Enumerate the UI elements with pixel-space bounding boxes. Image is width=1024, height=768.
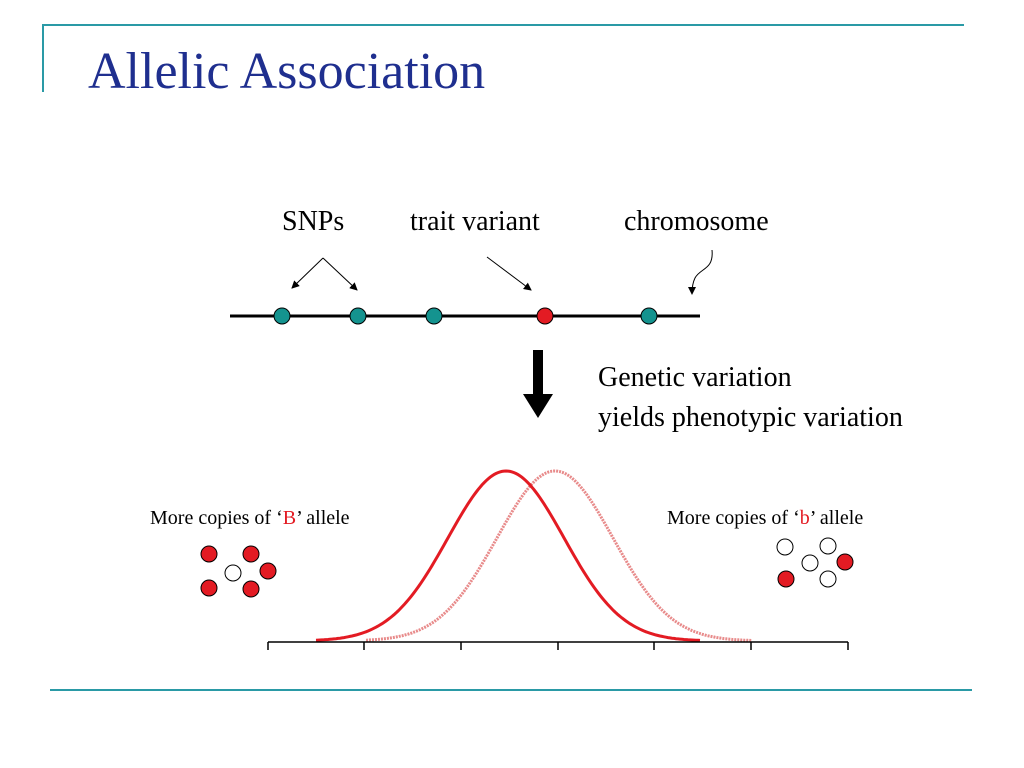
snp-marker [349, 307, 367, 325]
chromosome-label: chromosome [624, 206, 769, 237]
right-caption-prefix: More copies of ‘ [667, 507, 800, 529]
left-rule [42, 24, 44, 92]
genetic-variation-line1: Genetic variation [598, 362, 792, 393]
left-caption-allele: B [282, 507, 297, 529]
allele-dot-open [776, 538, 794, 556]
curve-B-allele [315, 469, 701, 642]
allele-dot-open [801, 554, 819, 572]
left-caption-suffix: ’ allele [296, 507, 350, 529]
b-lower-allele-cluster [776, 537, 854, 588]
trait-variant-marker [536, 307, 554, 325]
right-caption-allele: b [799, 507, 810, 529]
allele-dot-filled [242, 545, 260, 563]
right-caption: More copies of ‘b’ allele [667, 507, 863, 530]
genetic-variation-line2: yields phenotypic variation [598, 402, 903, 433]
left-caption-prefix: More copies of ‘ [150, 507, 283, 529]
snp-marker [425, 307, 443, 325]
snp-arrow-left [291, 257, 324, 289]
allele-dot-filled [200, 545, 218, 563]
right-caption-suffix: ’ allele [809, 507, 864, 529]
trait-variant-label: trait variant [410, 206, 540, 237]
allele-dot-open [224, 564, 242, 582]
curve-b-allele [365, 469, 753, 642]
snp-marker [273, 307, 291, 325]
allele-dot-filled [777, 570, 795, 588]
allele-dot-filled [200, 579, 218, 597]
down-arrow-shaft [533, 350, 543, 396]
snp-arrow-right [322, 257, 358, 291]
allele-dot-filled [836, 553, 854, 571]
chromosome-arrow [688, 249, 713, 295]
trait-variant-arrow [486, 256, 532, 291]
snp-marker [640, 307, 658, 325]
down-arrow-icon [523, 394, 553, 418]
b-upper-allele-cluster [200, 545, 277, 598]
x-axis-ticks [267, 642, 849, 650]
allele-dot-filled [259, 562, 277, 580]
slide-title: Allelic Association [88, 43, 486, 100]
top-rule [42, 24, 964, 26]
allele-dot-open [819, 537, 837, 555]
bottom-rule [50, 689, 972, 691]
allele-dot-filled [242, 580, 260, 598]
allele-dot-open [819, 570, 837, 588]
left-caption: More copies of ‘B’ allele [150, 507, 350, 530]
snps-label: SNPs [282, 206, 345, 237]
